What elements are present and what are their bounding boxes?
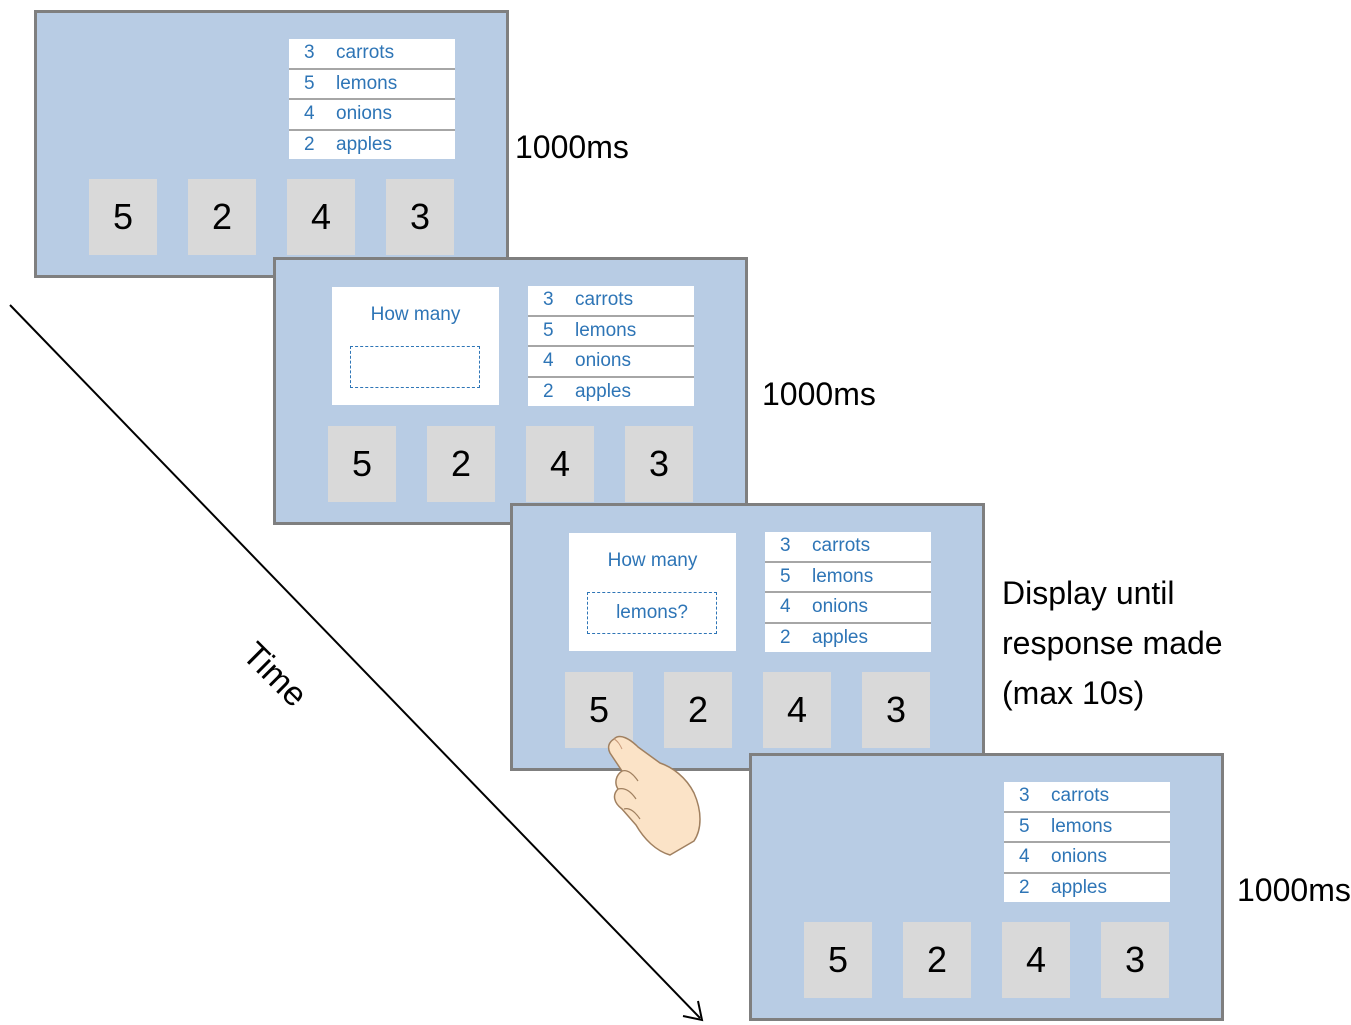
question-box: How many lemons? <box>569 533 736 651</box>
question-text: How many <box>607 550 698 571</box>
number-tile[interactable]: 2 <box>903 922 971 998</box>
number-tile[interactable]: 3 <box>1101 922 1169 998</box>
number-tile[interactable]: 3 <box>625 426 693 502</box>
number-tile[interactable]: 3 <box>862 672 930 748</box>
screen-2-duration: 1000ms <box>762 376 876 412</box>
screen-1-duration: 1000ms <box>515 129 629 165</box>
question-box: How many <box>332 287 499 405</box>
number-tile[interactable]: 5 <box>565 672 633 748</box>
number-tile[interactable]: 4 <box>763 672 831 748</box>
number-tile[interactable]: 5 <box>804 922 872 998</box>
number-tile[interactable]: 4 <box>1002 922 1070 998</box>
number-tile[interactable]: 4 <box>287 179 355 255</box>
number-tile[interactable]: 5 <box>89 179 157 255</box>
pointing-hand-icon <box>607 735 701 856</box>
number-tiles: 5 2 4 3 <box>89 179 457 255</box>
number-tiles: 5 2 4 3 <box>328 426 696 502</box>
screen-4-duration: 1000ms <box>1237 872 1351 908</box>
number-tile[interactable]: 4 <box>526 426 594 502</box>
number-tiles: 5 2 4 3 <box>804 922 1172 998</box>
number-tile[interactable]: 2 <box>188 179 256 255</box>
number-tile[interactable]: 2 <box>427 426 495 502</box>
screen-3-duration: Display until response made (max 10s) <box>1002 575 1223 711</box>
number-tile[interactable]: 5 <box>328 426 396 502</box>
answer-field <box>350 346 480 388</box>
number-tile[interactable]: 2 <box>664 672 732 748</box>
question-text: How many <box>370 304 461 325</box>
number-tile[interactable]: 3 <box>386 179 454 255</box>
number-tiles: 5 2 4 3 <box>565 672 933 748</box>
answer-field: lemons? <box>587 592 717 634</box>
